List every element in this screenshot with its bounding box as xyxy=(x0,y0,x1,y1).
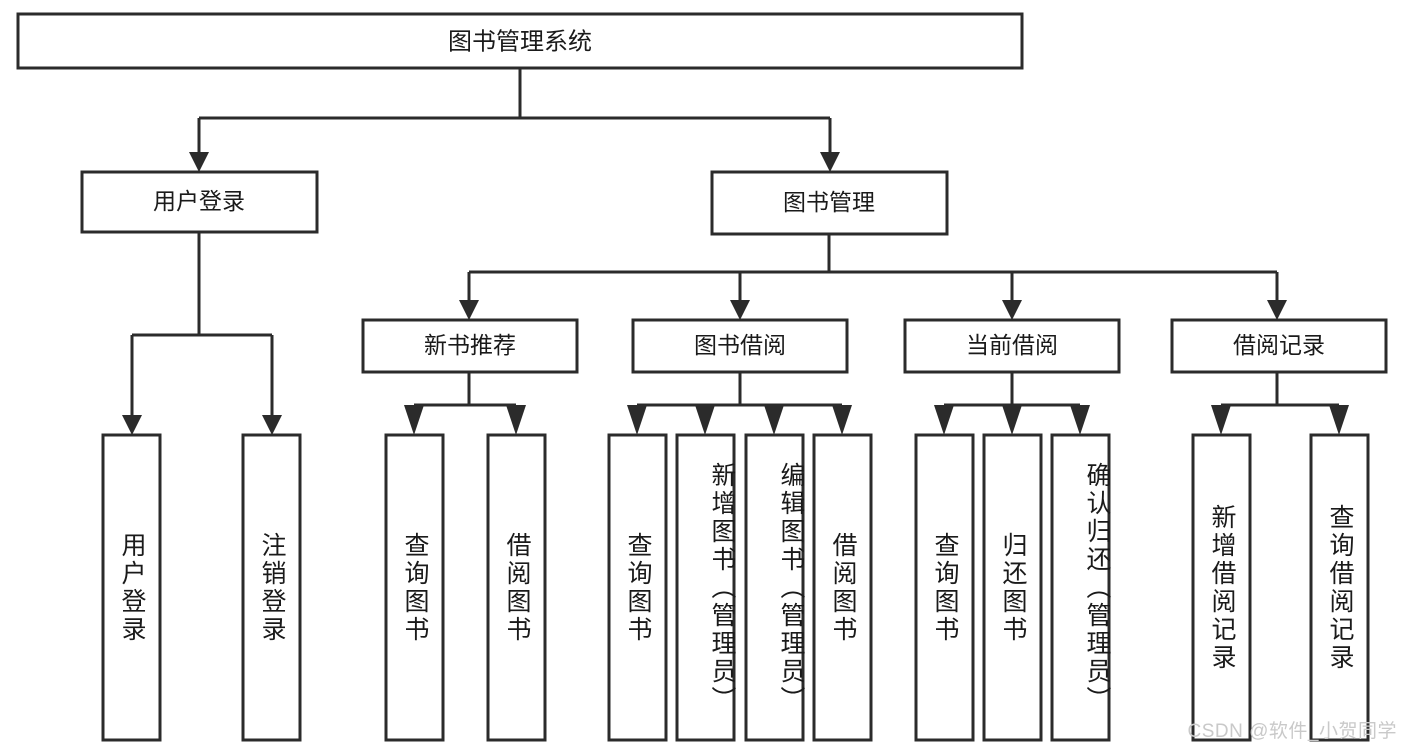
leaf-box-query-book-newbook[interactable] xyxy=(384,433,445,742)
connector-userlogin-to-leaves xyxy=(122,232,282,435)
connector-borrowrecord-to-leaves xyxy=(1211,372,1349,435)
leaf-box-borrow-book-newbook[interactable] xyxy=(486,433,547,742)
node-current-borrow-label: 当前借阅 xyxy=(966,332,1058,358)
leaf-box-query-book-borrow[interactable] xyxy=(607,433,668,742)
connector-root-to-level2 xyxy=(189,68,840,172)
connector-bookmanage-to-level3 xyxy=(459,234,1287,320)
leaf-box-borrow-book[interactable] xyxy=(812,433,873,742)
node-new-book-recommend-label: 新书推荐 xyxy=(424,332,516,358)
node-new-book-recommend[interactable]: 新书推荐 xyxy=(361,318,579,374)
leaf-box-add-borrow-record[interactable] xyxy=(1191,433,1252,742)
node-book-borrow[interactable]: 图书借阅 xyxy=(631,318,849,374)
node-user-login-label: 用户登录 xyxy=(153,188,245,214)
node-book-management-label: 图书管理 xyxy=(783,189,875,215)
leaf-box-add-book-admin[interactable] xyxy=(675,433,736,742)
csdn-watermark: CSDN @软件_小贺同学 xyxy=(1187,721,1397,742)
connector-newbook-to-leaves xyxy=(404,372,526,435)
leaf-box-return-book[interactable] xyxy=(982,433,1043,742)
leaf-box-query-book-current[interactable] xyxy=(914,433,975,742)
node-borrow-record[interactable]: 借阅记录 xyxy=(1170,318,1388,374)
node-current-borrow[interactable]: 当前借阅 xyxy=(903,318,1121,374)
node-book-management[interactable]: 图书管理 xyxy=(710,170,949,236)
connector-currentborrow-to-leaves xyxy=(934,372,1090,435)
leaf-box-logout-login[interactable] xyxy=(241,433,302,742)
connector-bookborrow-to-leaves xyxy=(627,372,852,435)
leaf-box-confirm-return-admin[interactable] xyxy=(1050,433,1111,742)
node-user-login[interactable]: 用户登录 xyxy=(80,170,319,234)
node-root-book-management-system[interactable]: 图书管理系统 xyxy=(16,12,1024,70)
leaf-box-user-login[interactable] xyxy=(101,433,162,742)
node-root-label: 图书管理系统 xyxy=(448,28,592,55)
leaf-box-query-borrow-record[interactable] xyxy=(1309,433,1370,742)
node-borrow-record-label: 借阅记录 xyxy=(1233,332,1325,358)
node-book-borrow-label: 图书借阅 xyxy=(694,332,786,358)
leaf-box-edit-book-admin[interactable] xyxy=(744,433,805,742)
